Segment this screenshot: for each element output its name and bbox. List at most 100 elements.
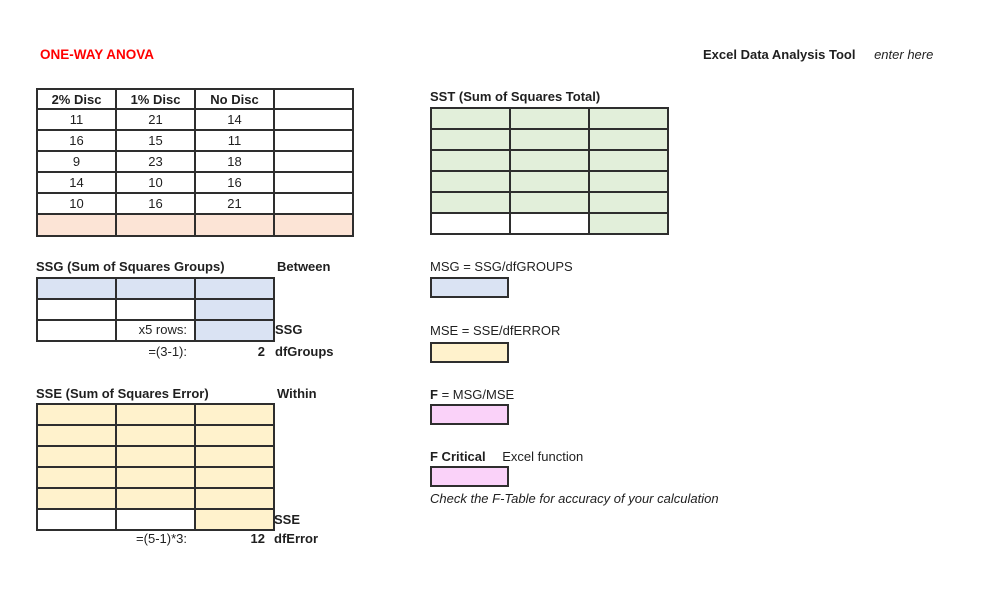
sse-table <box>36 403 275 531</box>
f-label-suffix: = MSG/MSE <box>437 387 515 402</box>
data-cell: 10 <box>36 192 117 215</box>
spacer-cell <box>273 192 354 215</box>
data-cell: 9 <box>36 150 117 173</box>
data-table-totals-row <box>36 213 354 237</box>
sst-entry-cell[interactable] <box>509 107 590 130</box>
table-row: 10 16 21 <box>36 192 354 215</box>
sse-entry-cell[interactable] <box>194 424 275 447</box>
sst-entry-cell[interactable] <box>588 128 669 151</box>
sst-label: SST (Sum of Squares Total) <box>430 89 601 104</box>
sse-entry-cell[interactable] <box>115 487 196 510</box>
sst-entry-cell[interactable] <box>588 191 669 214</box>
spacer-cell <box>273 150 354 173</box>
tool-label: Excel Data Analysis Tool <box>703 47 856 62</box>
spacer-cell <box>273 129 354 152</box>
column-header: 2% Disc <box>36 88 117 110</box>
header-right: Excel Data Analysis Tool enter here <box>703 47 933 63</box>
sst-entry-cell[interactable] <box>430 149 511 172</box>
f-critical-entry-cell[interactable] <box>430 466 509 487</box>
page-title: ONE-WAY ANOVA <box>40 47 155 62</box>
data-cell: 16 <box>194 171 275 194</box>
sst-entry-cell[interactable] <box>509 170 590 193</box>
sse-entry-cell[interactable] <box>115 466 196 489</box>
mse-entry-cell[interactable] <box>430 342 509 363</box>
data-cell: 10 <box>115 171 196 194</box>
data-cell: 23 <box>115 150 196 173</box>
msg-entry-cell[interactable] <box>430 277 509 298</box>
tool-hint: enter here <box>874 47 934 62</box>
f-critical-row: F Critical Excel function <box>430 449 583 465</box>
check-note: Check the F-Table for accuracy of your c… <box>430 491 719 506</box>
sse-entry-cell[interactable] <box>36 403 117 426</box>
data-cell: 11 <box>194 129 275 152</box>
spacer-cell <box>430 212 511 235</box>
spacer-cell <box>273 171 354 194</box>
f-critical-hint: Excel function <box>502 449 584 464</box>
f-critical-label: F Critical <box>430 449 486 464</box>
sst-entry-cell[interactable] <box>509 128 590 151</box>
mse-formula-label: MSE = SSE/dfERROR <box>430 323 561 338</box>
ssg-entry-cell[interactable] <box>36 277 117 300</box>
table-row: 14 10 16 <box>36 171 354 194</box>
sse-label: SSE (Sum of Squares Error) <box>36 386 209 401</box>
sst-entry-cell[interactable] <box>509 191 590 214</box>
data-cell: 18 <box>194 150 275 173</box>
spacer-cell <box>509 212 590 235</box>
sst-entry-cell[interactable] <box>430 128 511 151</box>
spacer-cell <box>36 319 117 342</box>
f-entry-cell[interactable] <box>430 404 509 425</box>
column-header: No Disc <box>194 88 275 110</box>
sse-entry-cell[interactable] <box>115 445 196 468</box>
data-cell: 16 <box>36 129 117 152</box>
data-cell: 21 <box>115 108 196 131</box>
spacer-cell <box>115 298 196 321</box>
data-cell: 14 <box>194 108 275 131</box>
sse-total-cell[interactable] <box>194 508 275 531</box>
table-row: 16 15 11 <box>36 129 354 152</box>
ssg-entry-cell[interactable] <box>194 298 275 321</box>
f-formula-label: F = MSG/MSE <box>430 387 514 403</box>
sse-entry-cell[interactable] <box>36 445 117 468</box>
sse-entry-cell[interactable] <box>194 403 275 426</box>
sst-entry-cell[interactable] <box>588 107 669 130</box>
data-table: 2% Disc 1% Disc No Disc 11 21 14 16 15 1… <box>36 88 354 237</box>
spacer-cell <box>273 88 354 110</box>
sse-result-label: SSE <box>274 512 301 527</box>
ssg-total-cell[interactable] <box>194 319 275 342</box>
ssg-df-formula: =(3-1): <box>148 344 187 359</box>
sst-entry-cell[interactable] <box>588 149 669 172</box>
table-row: 9 23 18 <box>36 150 354 173</box>
sst-entry-cell[interactable] <box>430 191 511 214</box>
data-cell: 11 <box>36 108 117 131</box>
totals-entry-cell[interactable] <box>194 213 275 237</box>
ssg-entry-cell[interactable] <box>194 277 275 300</box>
sst-entry-cell[interactable] <box>509 149 590 172</box>
sse-entry-cell[interactable] <box>194 487 275 510</box>
sse-entry-cell[interactable] <box>36 466 117 489</box>
spacer-cell <box>36 508 117 531</box>
sse-df-label: dfError <box>274 531 319 546</box>
ssg-table <box>36 277 275 342</box>
sse-df-value: 12 <box>250 531 265 546</box>
totals-entry-cell[interactable] <box>36 213 117 237</box>
data-cell: 14 <box>36 171 117 194</box>
sse-entry-cell[interactable] <box>194 466 275 489</box>
ssg-label: SSG (Sum of Squares Groups) <box>36 259 225 274</box>
sse-entry-cell[interactable] <box>115 424 196 447</box>
sst-entry-cell[interactable] <box>588 170 669 193</box>
ssg-between-label: Between <box>277 259 331 274</box>
sst-entry-cell[interactable] <box>430 107 511 130</box>
sst-table <box>430 107 669 235</box>
sst-total-cell[interactable] <box>588 212 669 235</box>
data-cell: 15 <box>115 129 196 152</box>
sse-entry-cell[interactable] <box>194 445 275 468</box>
totals-entry-cell[interactable] <box>273 213 354 237</box>
sse-entry-cell[interactable] <box>36 424 117 447</box>
sse-entry-cell[interactable] <box>115 403 196 426</box>
ssg-entry-cell[interactable] <box>115 277 196 300</box>
spacer-cell <box>36 298 117 321</box>
data-cell: 16 <box>115 192 196 215</box>
totals-entry-cell[interactable] <box>115 213 196 237</box>
sst-entry-cell[interactable] <box>430 170 511 193</box>
sse-entry-cell[interactable] <box>36 487 117 510</box>
